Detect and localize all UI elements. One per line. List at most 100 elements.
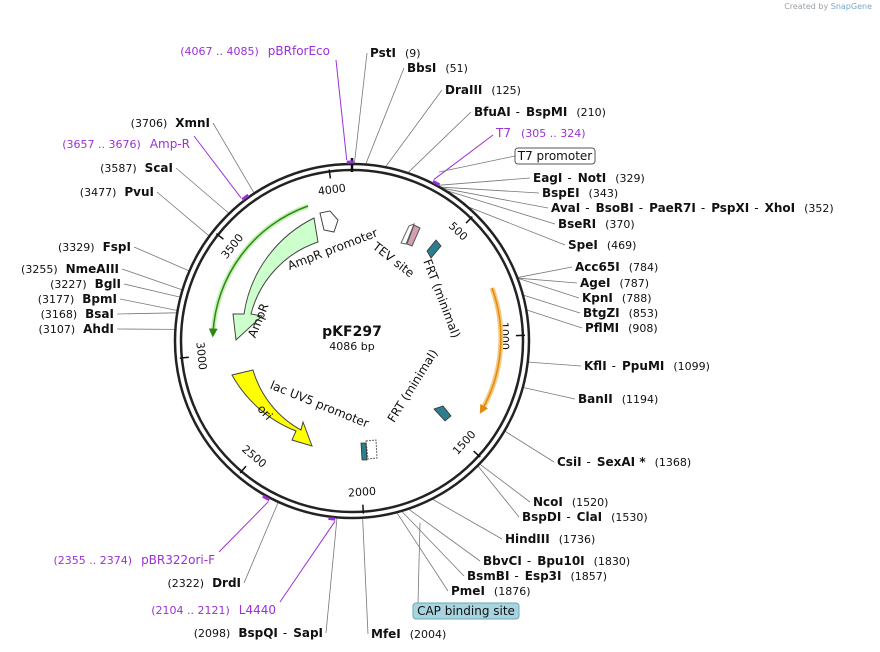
site-label: (2098)BspQI-SapI — [194, 626, 323, 640]
svg-text:CAP binding site: CAP binding site — [417, 604, 515, 618]
site-label: BspDI-ClaI(1530) — [522, 510, 648, 524]
site-ncoi: NcoI(1520) — [533, 495, 608, 509]
site-labels: PstI(9)BbsI(51)DraIII(125)BfuAI-BspMI(21… — [21, 46, 834, 641]
site-pvui: (3477)PvuI — [80, 185, 154, 199]
leader-line — [443, 188, 549, 209]
tick-mark — [473, 450, 481, 458]
leader-line — [409, 509, 481, 562]
site-hindiii: HindIII(1736) — [505, 532, 595, 546]
lac-uv5-promoter-feature — [365, 439, 378, 460]
site-label: BbsI(51) — [407, 61, 468, 75]
site-avai-bsobi-paer7i-pspxi-xhoi: AvaI-BsoBI-PaeR7I-PspXI-XhoI(352) — [551, 201, 834, 215]
site-pflmi: PflMI(908) — [585, 321, 658, 335]
site-label: BtgZI(853) — [583, 306, 658, 320]
leader-line — [396, 512, 449, 592]
primer-leader — [193, 135, 242, 199]
leader-line — [121, 268, 182, 290]
site-label: (3107)AhdI — [39, 322, 114, 336]
tick-mark — [215, 233, 224, 240]
leader-line — [432, 499, 503, 540]
leader-line — [133, 246, 189, 271]
primer-label-pbr322ori-f: (2355 .. 2374)pBR322ori-F — [54, 553, 216, 567]
site-kfli-ppumi: KflI-PpuMI(1099) — [584, 359, 710, 373]
site-label: Acc65I(784) — [575, 260, 658, 274]
site-bgli: (3227)BglI — [50, 277, 121, 291]
leader-line — [325, 518, 338, 634]
site-bspqi-sapi: (2098)BspQI-SapI — [194, 626, 323, 640]
leader-line — [477, 466, 520, 518]
leader-line — [505, 431, 555, 463]
site-label: (3587)ScaI — [100, 161, 173, 175]
site-label: BfuAI-BspMI(210) — [474, 105, 606, 119]
site-acc65i: Acc65I(784) — [575, 260, 658, 274]
site-bsmbi-esp3i: BsmBI-Esp3I(1857) — [467, 569, 607, 583]
tick-mark — [179, 356, 189, 359]
frt-minimal-feature-2 — [433, 405, 452, 422]
snapgene-credit: Created by SnapGene — [784, 2, 872, 11]
site-bpmi: (3177)BpmI — [38, 292, 117, 306]
site-csii-sexai: CsiI-SexAI *(1368) — [557, 455, 691, 469]
box-leader — [438, 155, 516, 173]
ampr-promoter-feature — [319, 210, 339, 233]
tick-label: 1500 — [450, 428, 478, 457]
site-label: AvaI-BsoBI-PaeR7I-PspXI-XhoI(352) — [551, 201, 834, 215]
site-eagi-noti: EagI-NotI(329) — [533, 171, 645, 185]
site-label: KflI-PpuMI(1099) — [584, 359, 710, 373]
tick-label: 2500 — [239, 443, 269, 471]
site-bbvci-bpu10i: BbvCI-Bpu10I(1830) — [483, 554, 630, 568]
site-pmei: PmeI(1876) — [451, 584, 530, 598]
site-label: (3168)BsaI — [41, 307, 114, 321]
site-drdi: (2322)DrdI — [167, 576, 241, 590]
site-label: SpeI(469) — [568, 238, 636, 252]
site-label: (3227)BglI — [50, 277, 121, 291]
box-leader — [417, 522, 421, 604]
svg-text:T7 promoter: T7 promoter — [517, 149, 593, 163]
boxed-label-cap-binding-site: CAP binding site — [412, 602, 520, 620]
site-bseri: BseRI(370) — [558, 217, 635, 231]
site-agei: AgeI(787) — [580, 276, 649, 290]
leader-line — [123, 283, 180, 298]
tev-site-dark — [406, 224, 421, 247]
tick-label: 3000 — [193, 341, 209, 370]
ori-feature — [231, 369, 313, 447]
site-label: BanII(1194) — [578, 392, 658, 406]
site-label: (3177)BpmI — [38, 292, 117, 306]
site-bsai: (3168)BsaI — [41, 307, 114, 321]
leader-line — [362, 518, 369, 635]
site-nmeaiii: (3255)NmeAIII — [21, 262, 119, 276]
site-label: BseRI(370) — [558, 217, 635, 231]
feature-label-frt-minimal: FRT (minimal) — [420, 257, 463, 340]
leader-line — [116, 312, 177, 315]
site-label: DraIII(125) — [445, 83, 521, 97]
leader-line — [438, 177, 531, 186]
credit-prefix: Created by — [784, 2, 829, 11]
primer-leader — [335, 59, 348, 161]
leader-line — [528, 361, 582, 367]
leader-line — [523, 387, 576, 400]
site-fspi: (3329)FspI — [58, 240, 131, 254]
tick-label: 4000 — [317, 182, 346, 199]
primer-label-t7: T7(305 .. 324) — [495, 126, 586, 140]
leader-line — [518, 278, 580, 299]
site-label: (3477)PvuI — [80, 185, 154, 199]
leader-lines — [116, 52, 583, 635]
primer-leader — [279, 520, 336, 603]
site-bspei: BspEI(343) — [542, 186, 618, 200]
leader-line — [365, 67, 405, 164]
site-btgzi: BtgZI(853) — [583, 306, 658, 320]
leader-line — [518, 266, 573, 278]
site-banii: BanII(1194) — [578, 392, 658, 406]
site-label: HindIII(1736) — [505, 532, 595, 546]
tick-mark — [239, 465, 247, 474]
site-bfuai-bspmi: BfuAI-BspMI(210) — [474, 105, 606, 119]
site-label: BspEI(343) — [542, 186, 618, 200]
site-mfei: MfeI(2004) — [371, 627, 446, 641]
tev-site-feature — [400, 223, 415, 245]
site-label: (3329)FspI — [58, 240, 131, 254]
site-label: (3706)XmnI — [131, 116, 210, 130]
leader-line — [408, 111, 472, 173]
site-label: BbvCI-Bpu10I(1830) — [483, 554, 630, 568]
primer-mark-amp-r — [241, 193, 250, 201]
site-kpni: KpnI(788) — [582, 291, 652, 305]
